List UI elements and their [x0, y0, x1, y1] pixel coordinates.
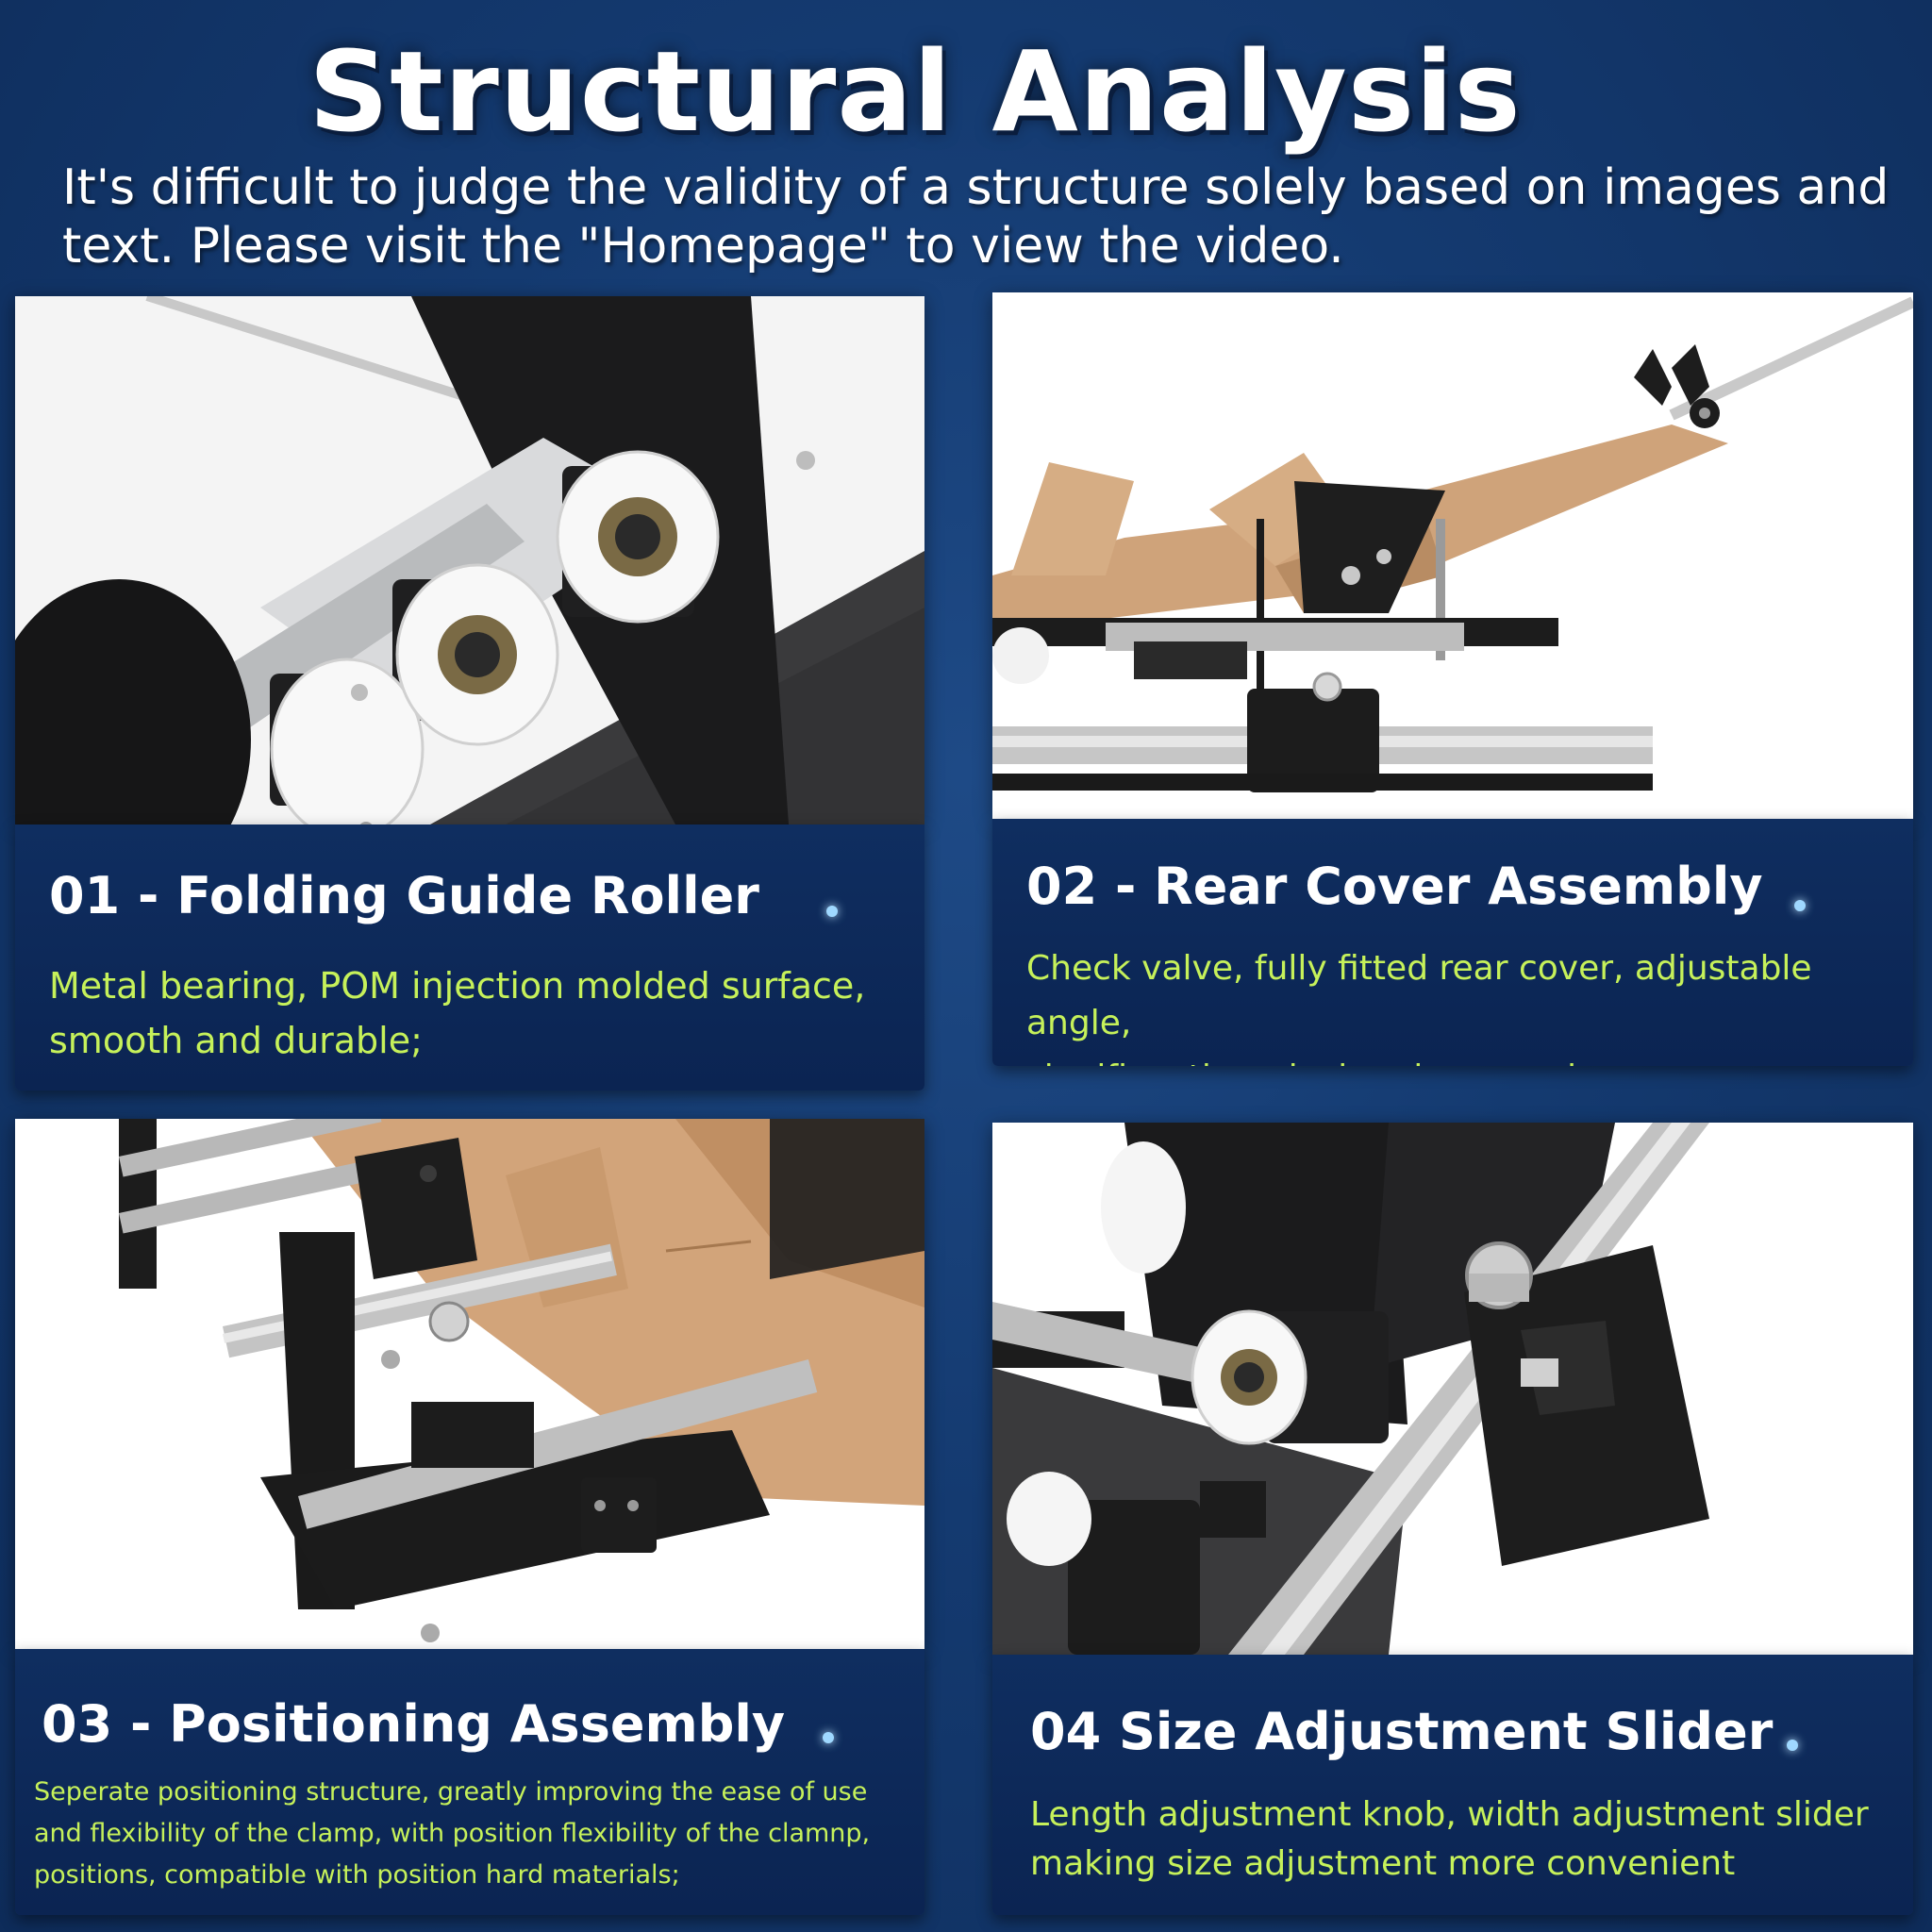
feature-01-title: 01 - Folding Guide Roller — [49, 866, 759, 925]
feature-04-title: 04 Size Adjustment Slider — [1030, 1702, 1774, 1761]
decorative-dot-icon — [823, 1732, 834, 1743]
feature-04-photo — [992, 1123, 1913, 1655]
feature-02-title: 02 - Rear Cover Assembly — [1026, 857, 1763, 916]
feature-02-description: Check valve, fully fitted rear cover, ad… — [1026, 949, 1812, 1066]
feature-03-caption: 03 - Positioning Assembly Seperate posit… — [15, 1649, 924, 1915]
feature-02-photo — [992, 292, 1913, 819]
decorative-dot-icon — [826, 906, 838, 917]
page-subtitle: It's difficult to judge the validity of … — [62, 159, 1890, 275]
feature-03-description: Seperate positioning structure, greatly … — [34, 1777, 871, 1890]
feature-03-title: 03 - Positioning Assembly — [42, 1694, 786, 1754]
feature-01-description: Metal bearing, POM injection molded surf… — [49, 965, 866, 1061]
feature-04-caption: 04 Size Adjustment Slider Length adjustm… — [992, 1655, 1913, 1915]
feature-04-description: Length adjustment knob, width adjustment… — [1030, 1795, 1869, 1883]
feature-01-photo — [15, 296, 924, 824]
feature-03-photo — [15, 1119, 924, 1649]
decorative-dot-icon — [1787, 1740, 1798, 1751]
feature-01-caption: 01 - Folding Guide Roller Metal bearing,… — [15, 824, 924, 1091]
feature-02-caption: 02 - Rear Cover Assembly Check valve, fu… — [992, 819, 1913, 1066]
page-title: Structural Analysis — [308, 26, 1522, 157]
decorative-dot-icon — [1794, 900, 1806, 911]
